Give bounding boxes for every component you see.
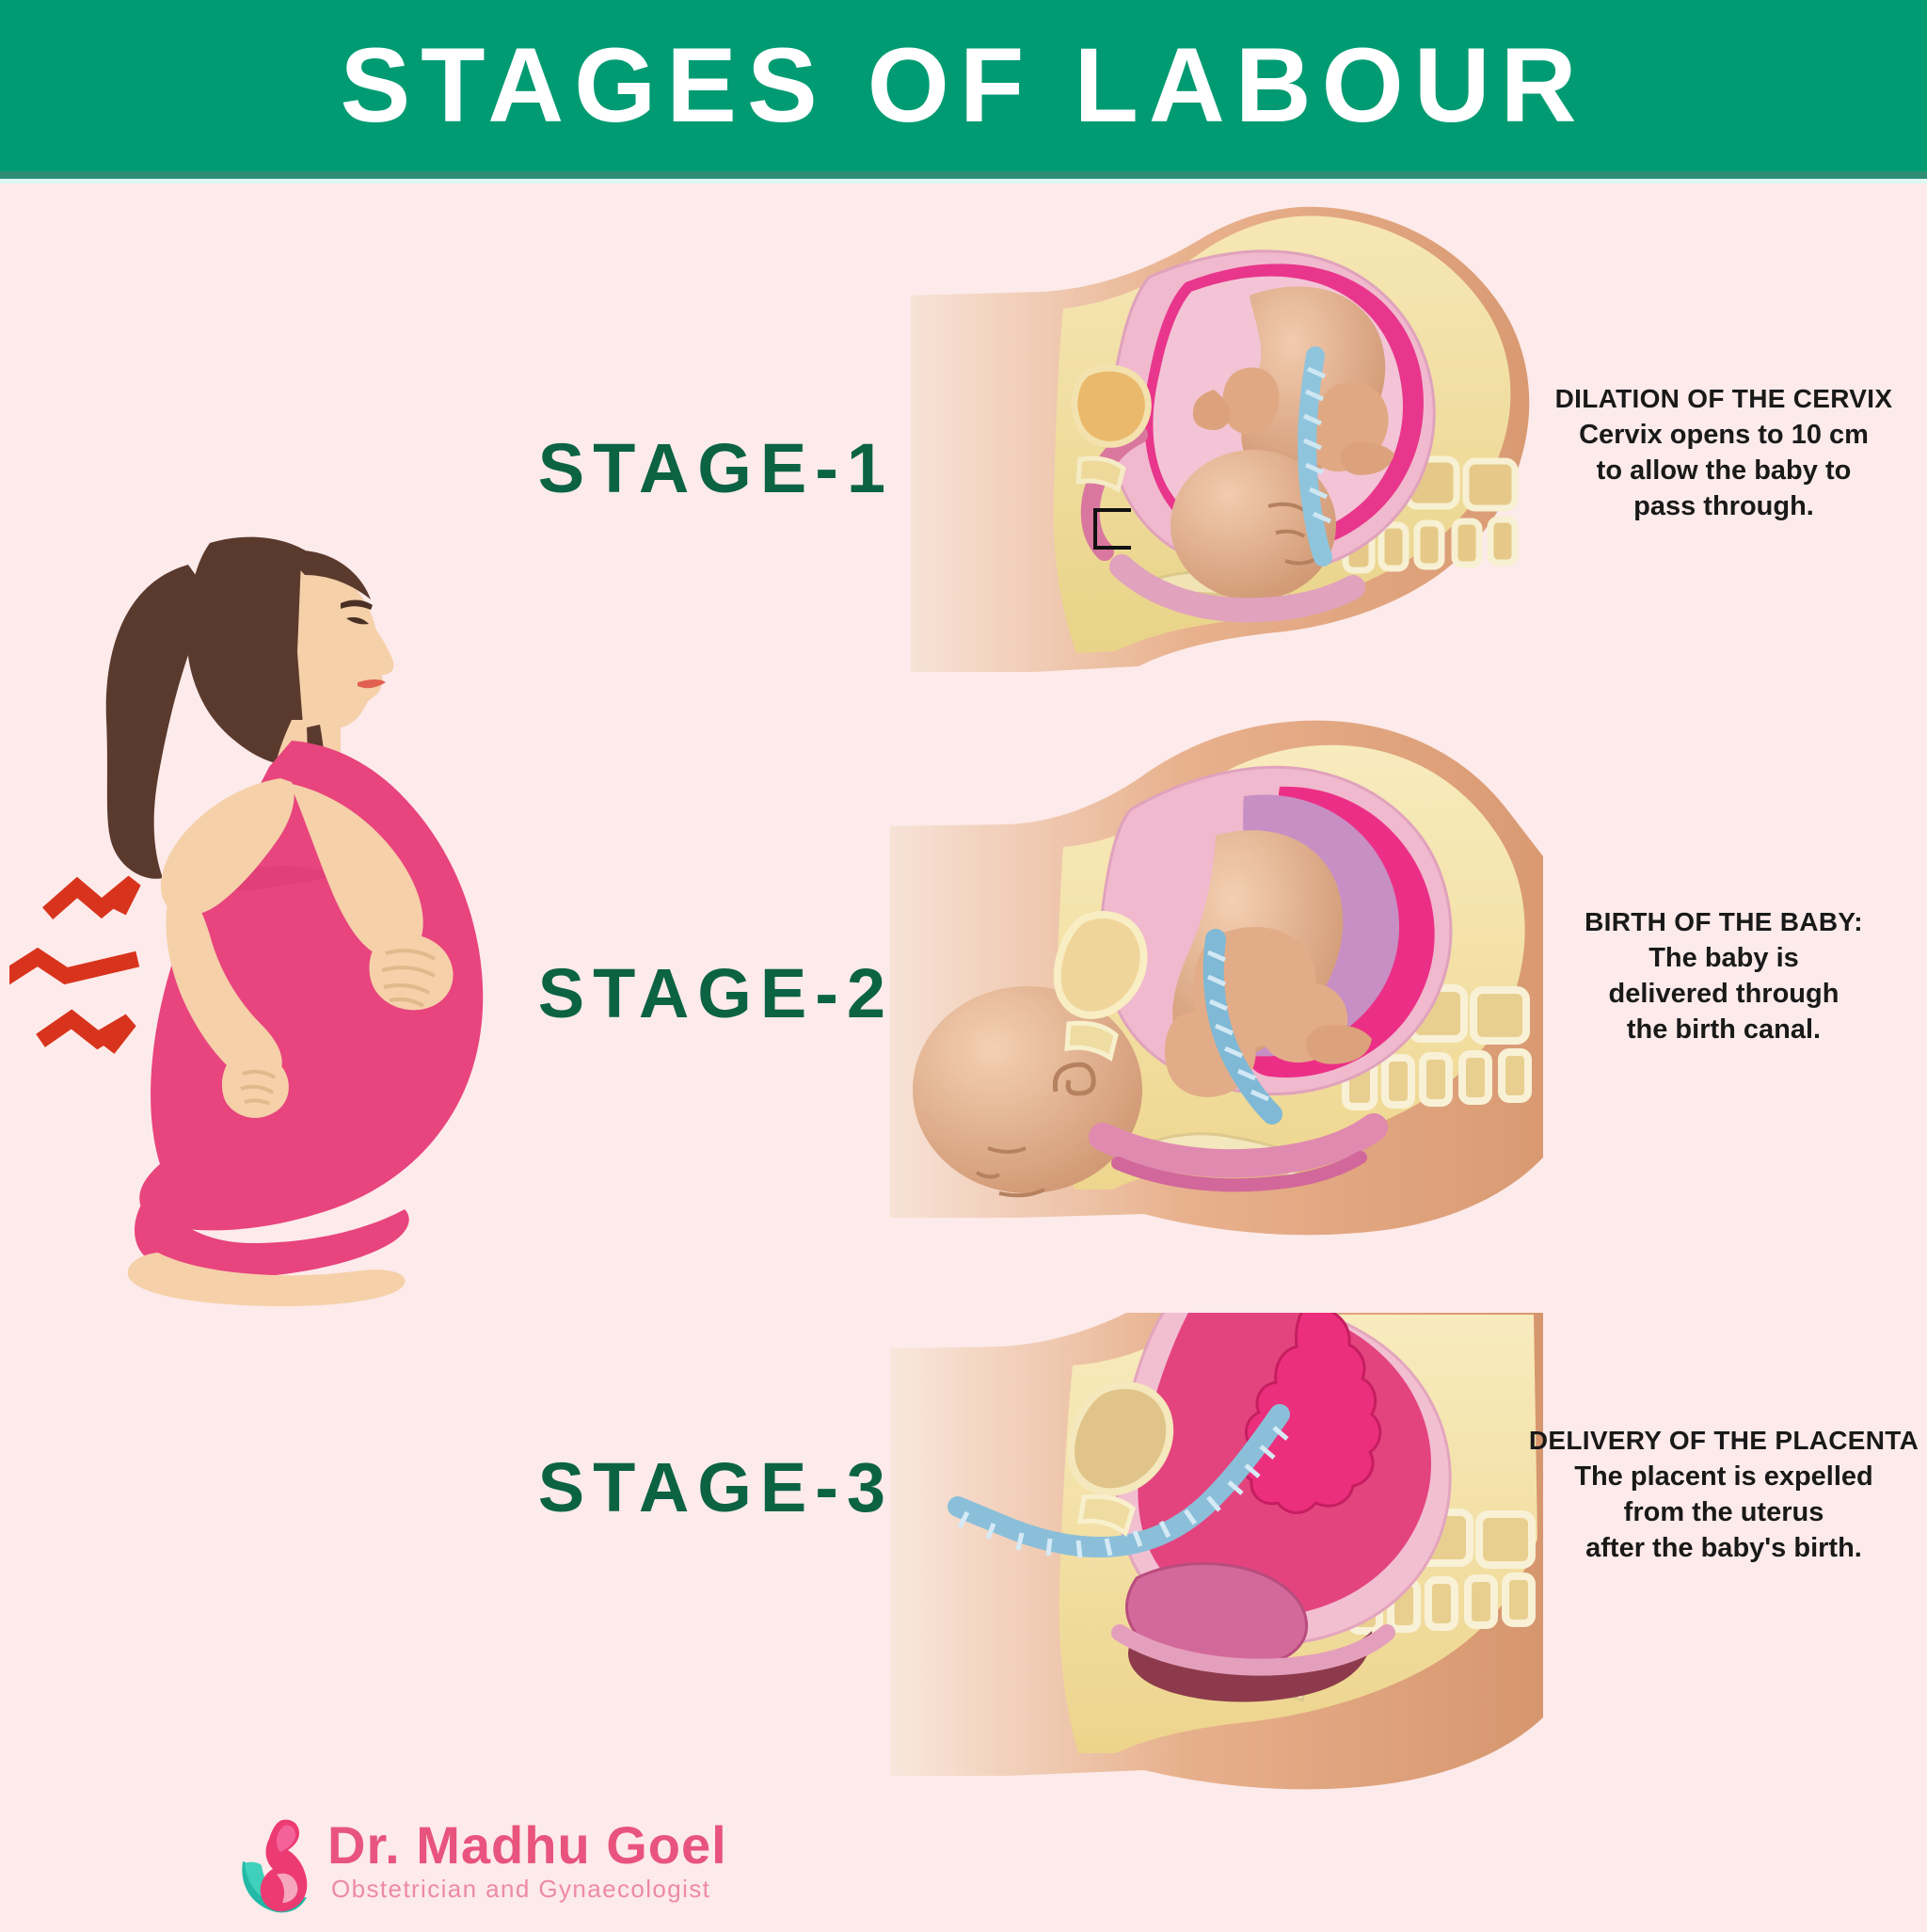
pain-marks-icon — [9, 875, 141, 1054]
umbilical-cord-twist — [1206, 950, 1270, 1102]
stage-1-caption-line-2: to allow the baby to — [1596, 455, 1852, 487]
upper-arm — [160, 778, 295, 916]
vaginal-canal — [1109, 554, 1365, 623]
legs — [127, 1253, 406, 1307]
fetal-face-eye — [987, 1146, 1027, 1154]
pregnant-woman-illustration — [9, 532, 536, 1317]
pubic-bone — [1077, 1493, 1136, 1538]
bladder — [1067, 1381, 1174, 1496]
fetal-face-eye — [1267, 502, 1306, 538]
pubic-bone — [1064, 1020, 1119, 1062]
fetal-face-mouth — [998, 1188, 1045, 1198]
bladder — [1071, 364, 1152, 448]
stage-1-caption-title: DILATION OF THE CERVIX — [1554, 384, 1893, 413]
stage-3-illustration — [884, 1313, 1543, 1802]
stage-1-caption-line-1: Cervix opens to 10 cm — [1579, 420, 1869, 451]
hand-back-fingers — [240, 1069, 277, 1106]
forearm-back — [166, 891, 282, 1085]
header-band: STAGES OF LABOUR — [0, 0, 1927, 171]
belly-curve — [277, 1873, 298, 1903]
dilation-callout-bracket — [1093, 508, 1131, 550]
eyebrow — [341, 599, 373, 610]
stage-1-caption-line-3: pass through. — [1633, 490, 1814, 521]
placenta — [1241, 1313, 1382, 1514]
arm-over-belly — [292, 784, 423, 960]
umbilical-cord-twist — [1302, 366, 1332, 524]
umbilical-cord — [1298, 346, 1332, 567]
stage-2-caption: BIRTH OF THE BABY: The baby is delivered… — [1521, 905, 1926, 1047]
stage-1-illustration — [903, 205, 1543, 676]
stage-3-caption-title: DELIVERY OF THE PLACENTA — [1528, 1426, 1919, 1455]
umbilical-cord-twist — [957, 1426, 1289, 1558]
dress-skirt — [134, 1190, 409, 1279]
stage-1-caption: DILATION OF THE CERVIX Cervix opens to 1… — [1521, 382, 1926, 524]
umbilical-cord — [1202, 929, 1282, 1125]
stage-label-2: STAGE-2 — [537, 954, 894, 1032]
face-profile — [350, 618, 394, 709]
stage-2-caption-title: BIRTH OF THE BABY: — [1585, 907, 1863, 936]
vaginal-canal — [1089, 1113, 1388, 1178]
stage-3-caption: DELIVERY OF THE PLACENTA The placent is … — [1513, 1424, 1927, 1566]
fetal-ear — [1052, 1062, 1096, 1096]
stage-3-caption-line-1: The placent is expelled — [1574, 1461, 1873, 1493]
fetus-foot — [1340, 441, 1394, 475]
pregnant-woman-leaf-logo-icon — [233, 1816, 324, 1920]
stage-3-caption-line-2: from the uterus — [1623, 1497, 1824, 1528]
logo-name: Dr. Madhu Goel — [327, 1815, 727, 1875]
hair-back — [105, 565, 212, 879]
birth-canal-inner — [1111, 1151, 1367, 1192]
stage-2-caption-line-2: delivered through — [1608, 979, 1839, 1010]
eye — [346, 616, 369, 625]
fetal-face-mouth — [1284, 557, 1316, 566]
fetal-face-nose — [976, 1171, 1001, 1179]
header-underline-highlight — [0, 179, 1927, 184]
stage-2-illustration — [884, 715, 1543, 1242]
hand-belly-fingers — [381, 949, 437, 1008]
fetus-hand — [1192, 390, 1231, 430]
face — [297, 560, 379, 774]
fetus-arm — [1222, 367, 1280, 435]
vaginal-canal-wall — [1111, 1624, 1395, 1676]
page-title: STAGES OF LABOUR — [340, 26, 1587, 144]
header-underline — [0, 171, 1927, 179]
woman-silhouette-highlight — [276, 1825, 295, 1852]
umbilical-cord — [948, 1404, 1290, 1558]
fetal-head — [913, 986, 1142, 1193]
fetus-foot — [1306, 1025, 1372, 1064]
stage-2-caption-line-3: the birth canal. — [1626, 1014, 1822, 1045]
brand-logo: Dr. Madhu Goel Obstetrician and Gynaecol… — [233, 1814, 760, 1932]
lips — [358, 679, 386, 689]
stage-label-1: STAGE-1 — [537, 429, 894, 507]
hair-fringe — [294, 550, 371, 599]
stage-2-caption-line-1: The baby is — [1648, 943, 1799, 974]
bladder — [1053, 911, 1148, 1019]
logo-subtitle: Obstetrician and Gynaecologist — [331, 1875, 711, 1903]
pubic-bone — [1075, 455, 1126, 493]
stage-label-3: STAGE-3 — [537, 1448, 894, 1526]
stage-3-caption-line-3: after the baby's birth. — [1585, 1532, 1862, 1563]
